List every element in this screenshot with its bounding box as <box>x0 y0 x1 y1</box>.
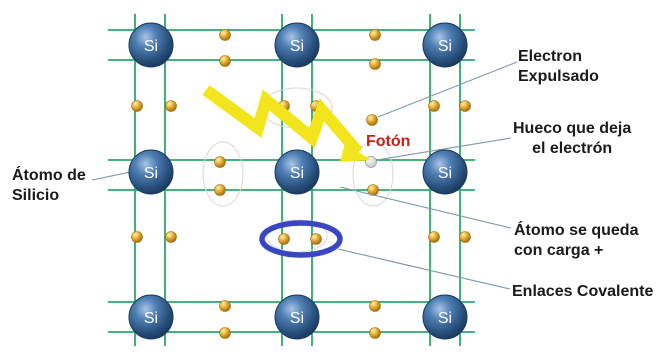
silicon-atom: Si <box>422 149 468 195</box>
leader-covalent-bonds <box>337 248 511 290</box>
silicon-atom-sphere <box>422 22 468 68</box>
silicon-atom-symbol: Si <box>438 310 452 327</box>
leader-charged-atom <box>339 186 512 229</box>
valence-electron <box>369 58 381 70</box>
valence-electrons <box>131 29 471 339</box>
valence-electron <box>369 300 381 312</box>
silicon-atom-sphere <box>274 294 320 340</box>
silicon-atom: Si <box>422 22 468 68</box>
silicon-atom: Si <box>128 294 174 340</box>
label-charged-atom: Átomo se queda con carga + <box>514 222 639 259</box>
valence-electron <box>214 184 226 196</box>
leader-hole <box>376 137 512 161</box>
silicon-atom-sphere <box>274 149 320 195</box>
valence-electron <box>219 55 231 67</box>
silicon-atom-symbol: Si <box>290 310 304 327</box>
silicon-atom-sphere <box>422 294 468 340</box>
photon-zigzag <box>202 85 363 156</box>
valence-electron <box>219 300 231 312</box>
label-electron-expelled: Electron Expulsado <box>518 48 599 85</box>
valence-electron <box>131 231 143 243</box>
valence-electron <box>278 233 290 245</box>
valence-electron <box>219 29 231 41</box>
silicon-atom-symbol: Si <box>144 310 158 327</box>
photon-arrow <box>202 85 371 162</box>
silicon-atom-sphere <box>422 149 468 195</box>
silicon-atom-sphere <box>274 22 320 68</box>
silicon-atom: Si <box>128 22 174 68</box>
valence-electron <box>131 100 143 112</box>
photon-arrowhead <box>340 143 371 162</box>
leader-electron-expelled <box>377 61 518 118</box>
valence-electron <box>219 327 231 339</box>
silicon-atom: Si <box>422 294 468 340</box>
label-silicon-atom: Átomo de Silicio <box>12 167 86 204</box>
silicon-atom-symbol: Si <box>144 165 158 182</box>
valence-electron <box>310 233 322 245</box>
silicon-atom-sphere <box>128 294 174 340</box>
valence-electron <box>369 327 381 339</box>
valence-electron <box>459 100 471 112</box>
label-photon: Fotón <box>366 133 411 150</box>
silicon-atom-symbol: Si <box>438 38 452 55</box>
orbit-halo <box>266 219 328 253</box>
label-covalent-bonds: Enlaces Covalente <box>512 283 654 300</box>
silicon-atom-sphere <box>128 149 174 195</box>
orbit-halo <box>202 141 244 207</box>
valence-electron <box>214 156 226 168</box>
covalent-bond-ellipse <box>259 220 343 258</box>
expelled-electron <box>366 114 378 126</box>
valence-electron <box>428 231 440 243</box>
silicon-atom-symbol: Si <box>144 38 158 55</box>
valence-electron <box>459 231 471 243</box>
orbit-halo <box>352 141 394 207</box>
valence-electron <box>165 100 177 112</box>
silicon-atom-sphere <box>128 22 174 68</box>
valence-electron <box>369 29 381 41</box>
valence-electron <box>428 100 440 112</box>
silicon-atom-symbol: Si <box>290 38 304 55</box>
silicon-atom: Si <box>274 149 320 195</box>
leader-lines <box>91 61 518 290</box>
silicon-atom: Si <box>274 22 320 68</box>
leader-silicon-atom <box>91 171 132 181</box>
label-hole: Hueco que deja el electrón <box>513 120 632 157</box>
valence-electron <box>367 184 379 196</box>
silicon-atom: Si <box>128 149 174 195</box>
silicon-atom: Si <box>274 294 320 340</box>
covalent-bond-highlight <box>259 220 343 258</box>
silicon-atom-symbol: Si <box>438 165 452 182</box>
valence-electron <box>165 231 177 243</box>
silicon-atom-symbol: Si <box>290 165 304 182</box>
